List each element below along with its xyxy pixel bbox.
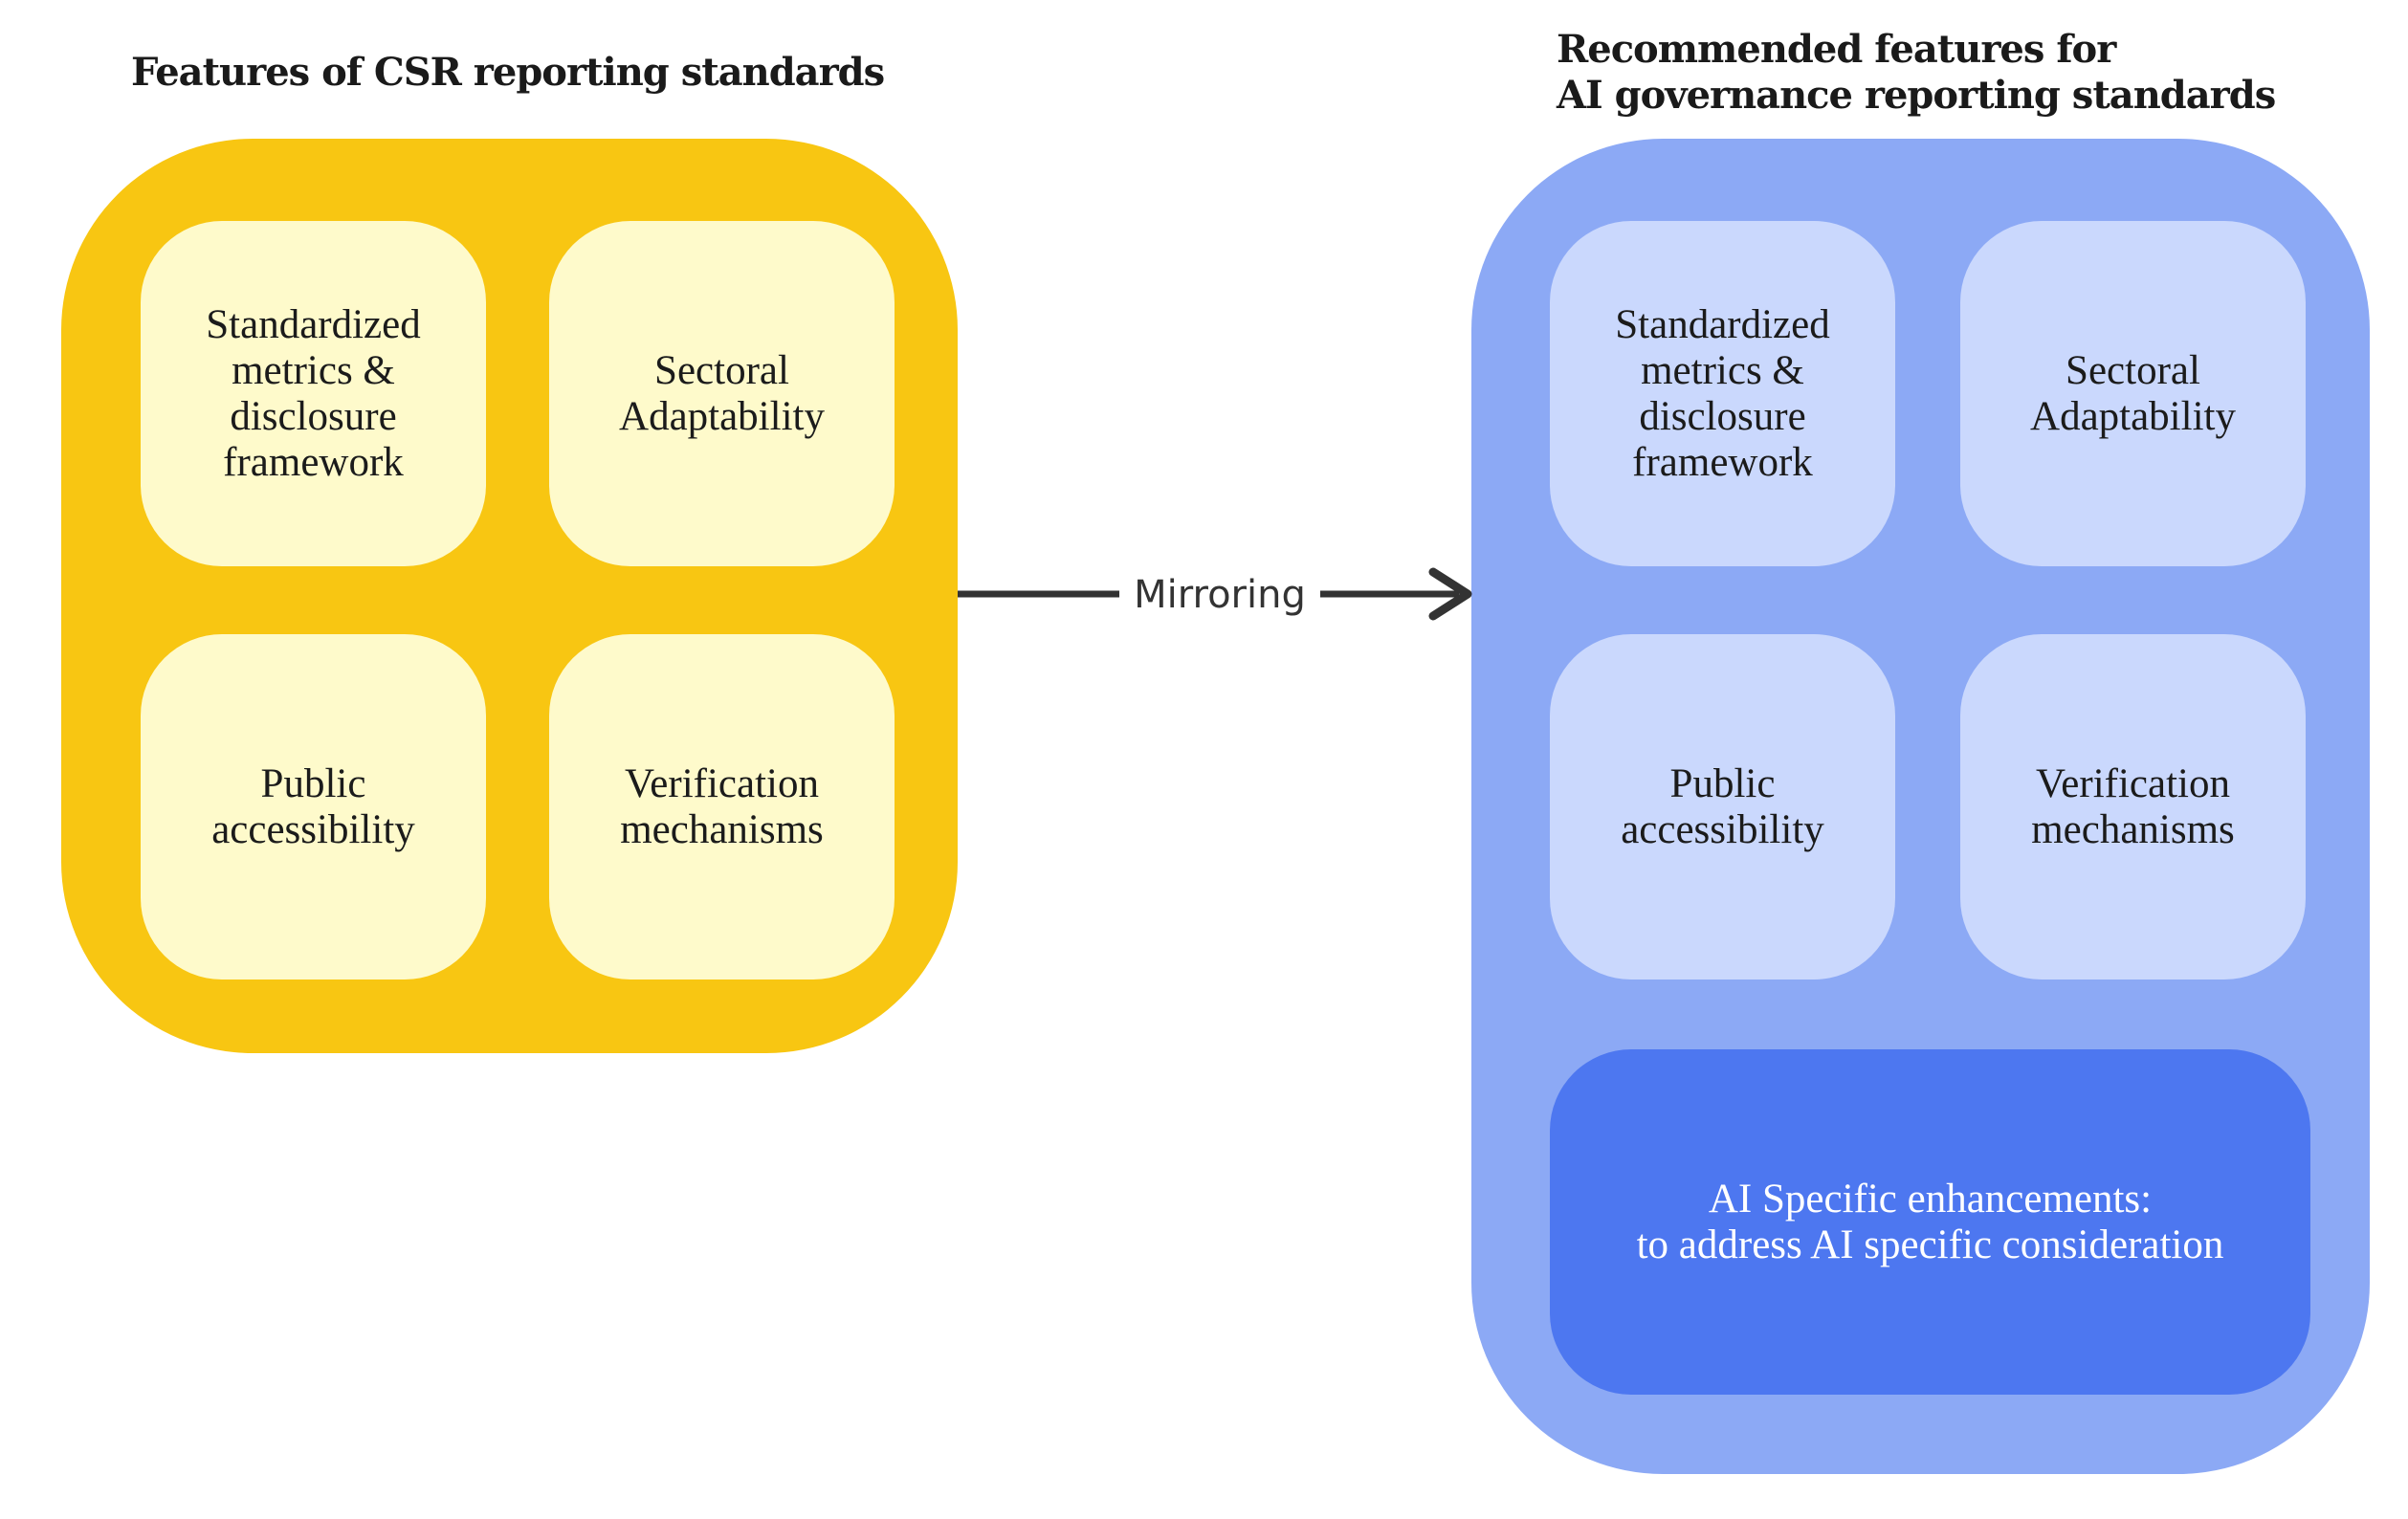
csr-card-public-accessibility: Public accessibility [141,634,486,980]
csr-card-sectoral-adaptability: Sectoral Adaptability [549,221,895,566]
card-label: Public accessibility [211,760,415,852]
card-label: Standardized metrics & disclosure framew… [1615,301,1830,485]
csr-card-verification-mechanisms: Verification mechanisms [549,634,895,980]
ai-card-public-accessibility: Public accessibility [1550,634,1895,980]
card-label: Public accessibility [1621,760,1824,852]
card-label: Verification mechanisms [2031,760,2235,852]
arrowhead-icon [1428,567,1472,621]
card-label: Sectoral Adaptability [619,347,825,439]
csr-card-standardized-metrics: Standardized metrics & disclosure framew… [141,221,486,566]
card-label: AI Specific enhancements: to address AI … [1636,1176,2224,1267]
connector-label: Mirroring [1119,570,1320,620]
ai-card-standardized-metrics: Standardized metrics & disclosure framew… [1550,221,1895,566]
card-label: Standardized metrics & disclosure framew… [206,301,421,485]
card-label: Verification mechanisms [620,760,824,852]
left-panel-title: Features of CSR reporting standards [131,50,885,95]
right-panel-title: Recommended features for AI governance r… [1557,27,2276,118]
ai-specific-enhancements-card: AI Specific enhancements: to address AI … [1550,1049,2310,1395]
card-label: Sectoral Adaptability [2030,347,2236,439]
ai-card-sectoral-adaptability: Sectoral Adaptability [1960,221,2306,566]
ai-card-verification-mechanisms: Verification mechanisms [1960,634,2306,980]
